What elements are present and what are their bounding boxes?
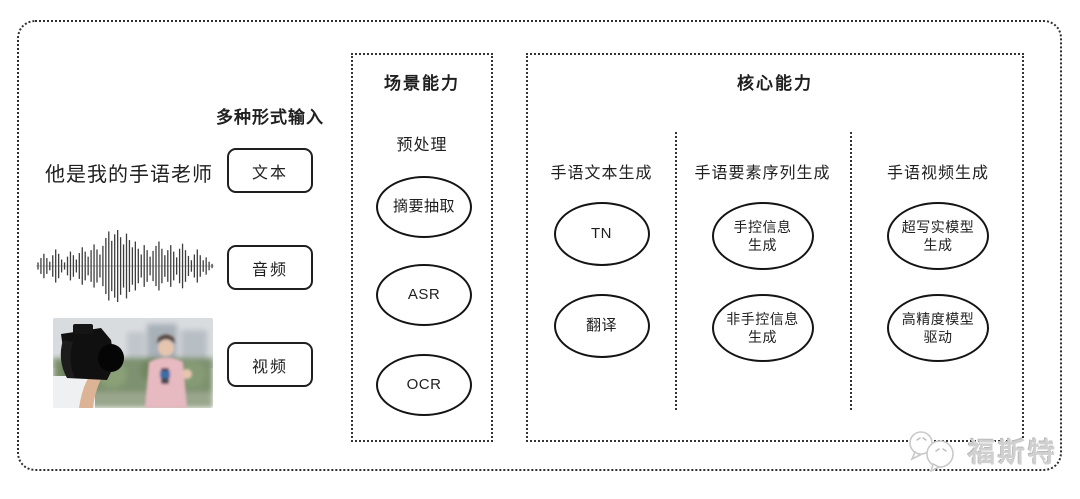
node-asr: ASR [376,264,472,326]
preprocessing-label: 预处理 [396,137,448,154]
watermark-text: 福斯特 [968,437,1058,468]
column-sign-element-sequence-generation: 手语要素序列生成 手控信息 生成 非手控信息 生成 [675,55,850,440]
core-box-title: 核心能力 [737,74,813,93]
input-box-audio: 音频 [227,245,313,290]
column-header: 手语视频生成 [886,165,989,182]
watermark: 福斯特 [906,428,1058,472]
node-asr-label: ASR [407,286,441,304]
node-hyperrealistic-model-generation-label: 超写实模型 生成 [901,218,975,253]
node-summary-extraction: 摘要抽取 [376,176,472,238]
node-translation: 翻译 [553,294,650,358]
input-box-text-label: 文本 [251,164,288,182]
node-high-precision-model-driving: 高精度模型 驱动 [887,294,989,362]
audio-waveform-icon [36,230,214,302]
column-header: 手语文本生成 [550,165,653,182]
sample-sentence-text: 他是我的手语老师 [45,164,213,186]
node-high-precision-model-driving-label: 高精度模型 驱动 [901,310,975,345]
node-tn-label: TN [591,225,612,243]
input-box-audio-label: 音频 [251,261,288,279]
outer-dotted-frame [17,20,1062,471]
node-ocr-label: OCR [406,376,442,394]
chat-bubbles-icon [909,431,954,472]
node-ocr: OCR [376,354,472,416]
node-summary-extraction-label: 摘要抽取 [392,198,455,216]
node-non-manual-info-generation-label: 非手控信息 生成 [726,310,799,345]
reporter-figure [145,334,192,408]
node-hyperrealistic-model-generation: 超写实模型 生成 [887,202,989,270]
video-thumbnail [53,318,213,408]
column-header: 手语要素序列生成 [694,165,831,182]
input-box-video: 视频 [227,342,313,387]
node-non-manual-info-generation: 非手控信息 生成 [711,294,814,362]
scene-capability-box: 场景能力 预处理 摘要抽取 ASR OCR [351,53,493,442]
column-divider [675,132,677,410]
scene-box-title: 场景能力 [384,74,460,93]
node-manual-info-generation: 手控信息 生成 [711,202,814,270]
core-capability-box: 核心能力 手语文本生成 TN 翻译 手语要素序列生成 手控信息 生成 非手控信息… [526,53,1024,442]
input-section-title: 多种形式输入 [216,108,324,127]
column-sign-text-generation: 手语文本生成 TN 翻译 [528,55,675,440]
column-sign-video-generation: 手语视频生成 超写实模型 生成 高精度模型 驱动 [850,55,1026,440]
column-divider [850,132,852,410]
node-tn: TN [553,202,650,266]
input-box-text: 文本 [227,148,313,193]
camera-silhouette [53,324,124,408]
node-translation-label: 翻译 [585,317,617,335]
input-box-video-label: 视频 [251,358,288,376]
node-manual-info-generation-label: 手控信息 生成 [733,218,792,253]
